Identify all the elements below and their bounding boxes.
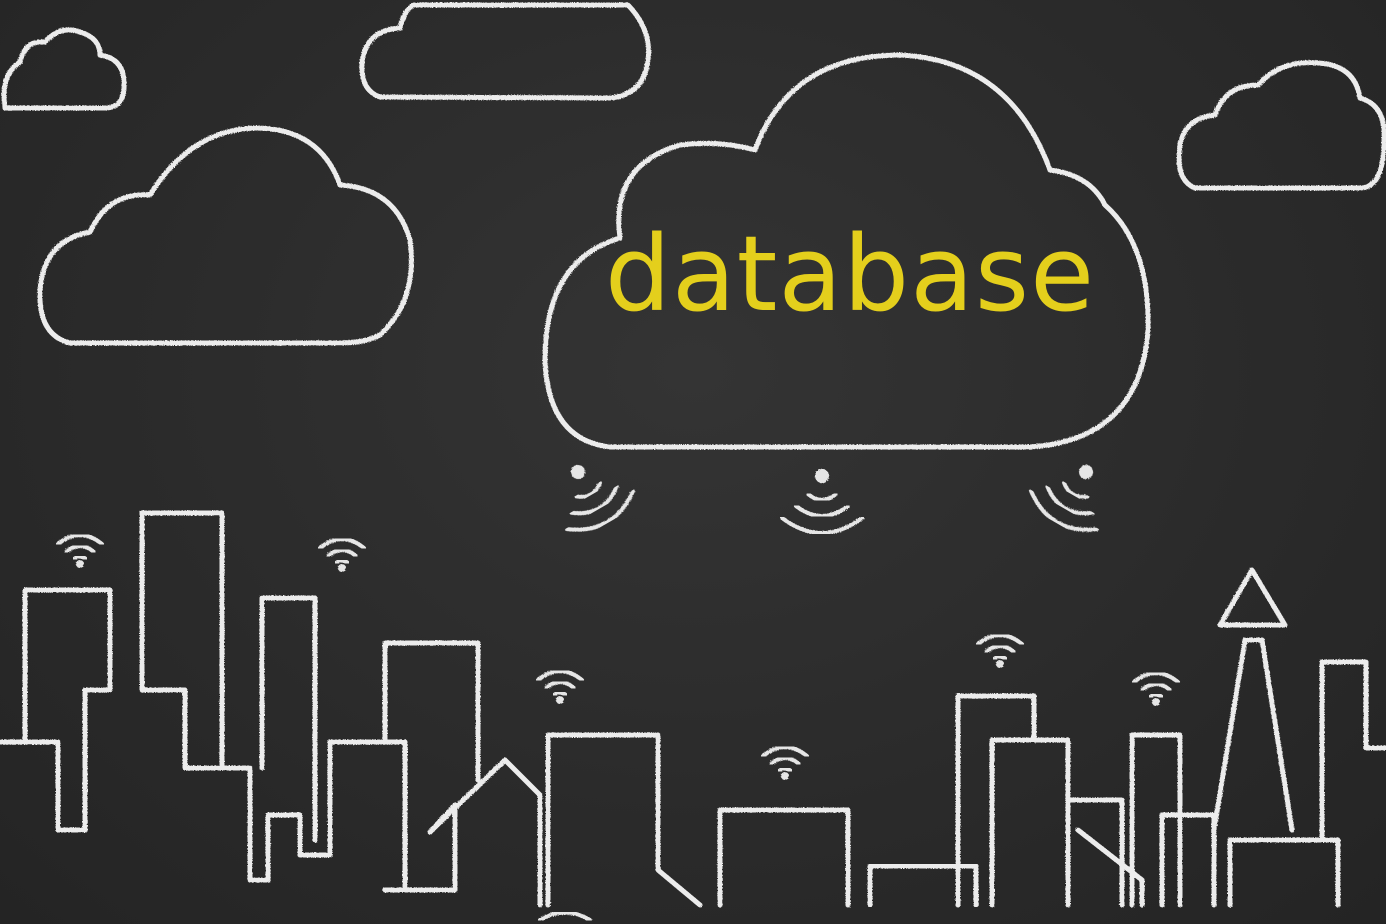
cloud-icon (1176, 60, 1386, 191)
wifi-icon (56, 533, 104, 568)
cloud-icon (37, 125, 414, 346)
wifi-icon (318, 537, 366, 572)
cloud-icon (1, 27, 127, 111)
cloud-icon (542, 52, 1151, 450)
city-skyline (0, 510, 1386, 922)
headline-text: database (604, 213, 1096, 335)
wifi-icon (536, 669, 584, 704)
wifi-icon (565, 465, 635, 532)
wifi-icon (761, 745, 809, 780)
wifi-icon (1029, 465, 1099, 532)
wifi-icon (780, 469, 864, 535)
cloud-icon (359, 2, 652, 101)
wifi-icon (1132, 671, 1180, 706)
wifi-icon (976, 633, 1024, 668)
